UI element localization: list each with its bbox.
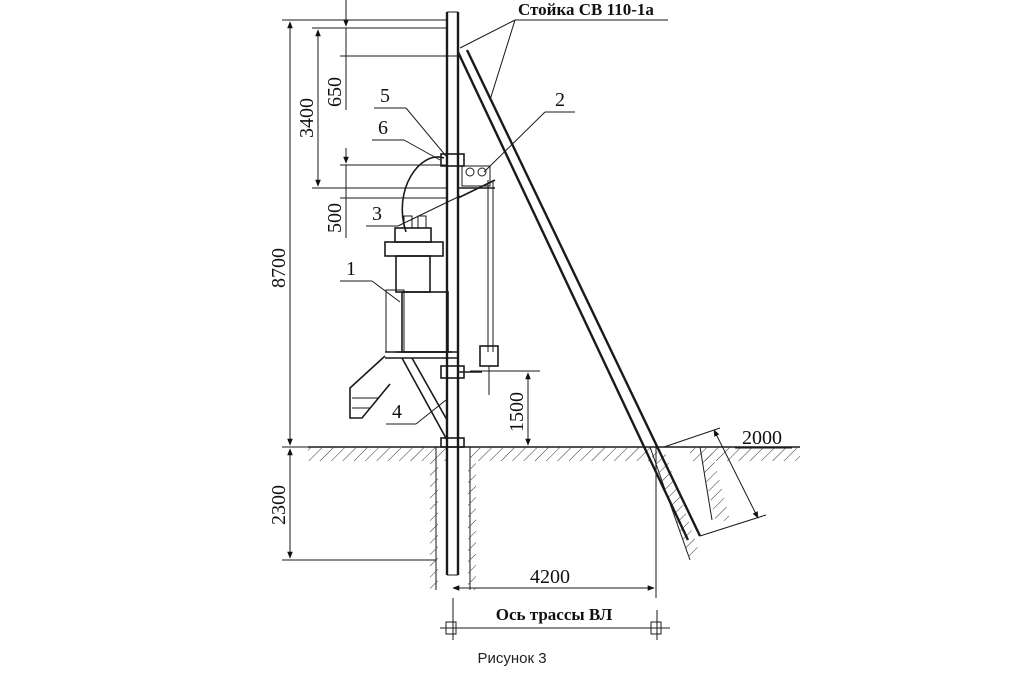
dim-text-1500: 1500: [506, 392, 528, 432]
label-6: 6: [372, 117, 441, 161]
dim-text-500: 500: [324, 203, 346, 233]
dim-text-650: 650: [324, 77, 346, 107]
figure-caption: Рисунок 3: [477, 650, 547, 667]
label-text-3: 3: [372, 203, 382, 225]
axis-label: Ось трассы ВЛ: [496, 605, 613, 624]
dimension-650: 650: [324, 0, 349, 110]
axis-line: Ось трассы ВЛ: [440, 598, 670, 640]
dimension-8700: 8700: [268, 21, 293, 446]
extension-lines: [282, 19, 460, 561]
equipment: [349, 153, 499, 448]
dimension-500: 500: [324, 148, 349, 238]
dim-text-2300: 2300: [268, 485, 290, 525]
label-text-4: 4: [392, 401, 402, 423]
label-text-2: 2: [555, 89, 565, 111]
label-text-1: 1: [346, 258, 356, 280]
dim-text-3400: 3400: [296, 98, 318, 138]
dimension-1500: 1500: [470, 370, 540, 446]
label-3: 3: [366, 195, 461, 227]
dimension-2000: 2000: [663, 427, 792, 537]
label-text-6: 6: [378, 117, 388, 139]
pole-title-group: Стойка СВ 110-1а: [459, 0, 668, 101]
label-4: 4: [386, 399, 447, 425]
pole: [445, 11, 460, 576]
dim-text-4200: 4200: [530, 566, 570, 588]
label-2: 2: [483, 89, 575, 173]
dim-text-2000: 2000: [742, 427, 782, 449]
label-5: 5: [374, 85, 447, 157]
dimension-4200: 4200: [452, 447, 657, 598]
label-1: 1: [340, 258, 401, 303]
dimension-2300: 2300: [268, 448, 293, 559]
label-text-5: 5: [380, 85, 390, 107]
pole-title: Стойка СВ 110-1а: [518, 0, 654, 19]
dimension-3400: 3400: [296, 29, 321, 187]
strut: [456, 49, 702, 541]
dim-text-8700: 8700: [268, 248, 290, 288]
